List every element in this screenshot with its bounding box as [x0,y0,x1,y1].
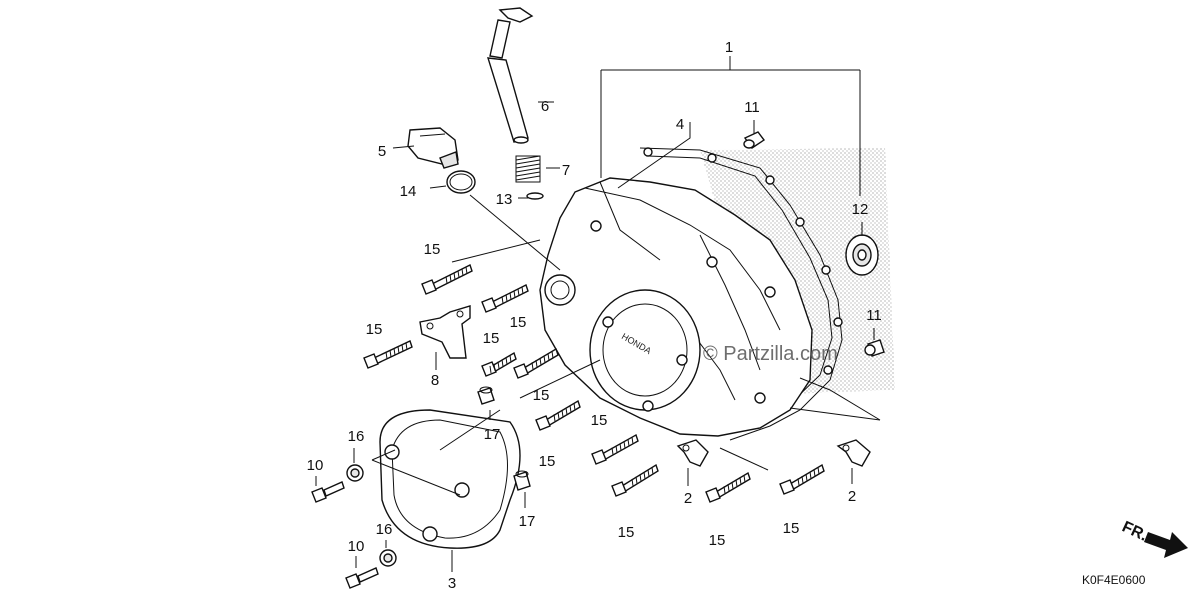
collar-upper [477,386,495,405]
clip-right [836,439,871,467]
watermark-text: © Partzilla.com [703,343,838,365]
callout-c4: 4 [676,116,684,133]
clip-left [676,439,709,467]
washer [526,192,544,200]
callout-c6: 6 [541,98,549,115]
callout-c3: 3 [448,575,456,592]
callout-c10a: 10 [307,457,324,474]
bolt-10 [779,463,825,495]
watermark: © Partzilla.com [703,343,838,365]
shaft-arm [487,7,534,144]
callout-c15a: 15 [424,241,441,258]
callout-c11b: 11 [866,307,882,324]
collar-lower [513,470,531,491]
cover-bolt-bosses [590,220,776,412]
callout-c5: 5 [378,143,386,160]
callout-c1: 1 [725,39,733,56]
oil-filler-hole [544,274,576,306]
callout-c16b: 16 [376,521,393,538]
callout-bracket-1 [600,56,861,196]
screw-upper [311,481,345,503]
callout-c11a: 11 [744,99,760,116]
callout-c15d: 15 [483,330,500,347]
o-ring [446,170,476,194]
diagram-code: K0F4E0600 [1082,573,1146,587]
clutch-dome-inner [602,303,688,397]
leader-lines [315,101,881,572]
bearing [845,234,879,276]
bolt-7 [591,433,639,465]
callout-c2b: 2 [848,488,856,505]
callout-c15g: 15 [539,453,556,470]
bolt-2 [481,284,529,313]
callout-c15c: 15 [366,321,383,338]
bolt-5 [513,347,559,379]
callout-c15f: 15 [591,412,608,429]
clutch-cover-plate [379,409,521,549]
callout-c17b: 17 [519,513,536,530]
callout-c15e: 15 [533,387,550,404]
bolt-9 [705,471,751,503]
dowel-pin-lower [864,339,885,357]
bolt-8 [611,463,659,497]
oil-filler-hole-inner [550,280,570,300]
callout-c2a: 2 [684,490,692,507]
callout-c8: 8 [431,372,439,389]
gasket-bolt-tabs [643,147,843,375]
callout-c15j: 15 [783,520,800,537]
cover-ribs [584,181,781,401]
direction-marker: FR. [1119,518,1188,558]
screw-lower [345,567,379,589]
callout-c15i: 15 [709,532,726,549]
grommet-upper [346,464,364,482]
o-ring-inner [449,173,473,191]
callout-c17a: 17 [484,426,501,443]
gasket-outline [639,147,843,441]
callout-c12: 12 [852,201,869,218]
bolt-4 [481,351,517,377]
grommet-lower [379,549,397,567]
callout-c16a: 16 [348,428,365,445]
direction-arrow-icon [1144,532,1188,558]
bracket-plate [419,305,471,359]
bolt-6 [535,399,581,431]
spring [515,155,541,183]
bolt-1 [421,264,473,295]
oil-filler-cap [407,127,459,169]
callout-labels: 1411121167135141515151515817171616101031… [307,39,882,592]
callout-c10b: 10 [348,538,365,555]
callout-c15h: 15 [618,524,635,541]
callout-c7: 7 [562,162,570,179]
callout-c15b: 15 [510,314,527,331]
callout-c14: 14 [400,183,417,200]
bolts [363,264,825,503]
bolt-3 [363,340,413,369]
dowel-pin-upper [743,131,766,149]
callout-c13: 13 [496,191,513,208]
